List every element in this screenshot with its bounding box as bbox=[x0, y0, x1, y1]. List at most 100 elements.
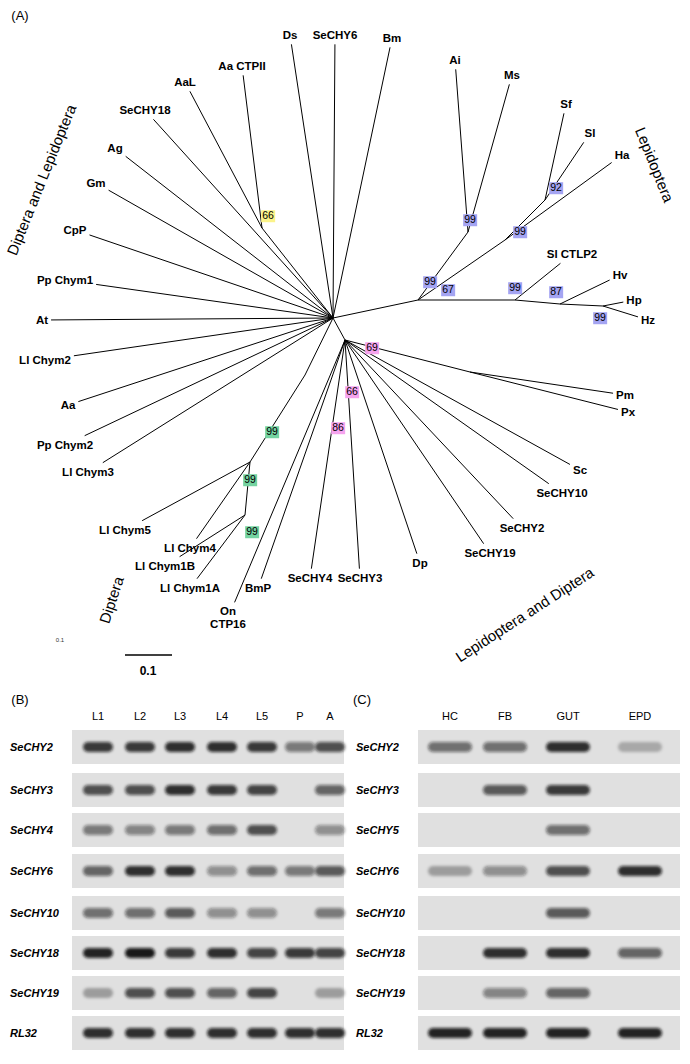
branch bbox=[126, 156, 333, 318]
gene-label: SeCHY4 bbox=[10, 824, 53, 836]
gel-strip bbox=[418, 854, 680, 888]
lane-label: P bbox=[296, 710, 303, 722]
taxon-label: At bbox=[36, 314, 48, 327]
clade-shape bbox=[4, 6, 412, 510]
branch bbox=[311, 340, 345, 569]
clade-region: Diptera bbox=[80, 330, 322, 645]
branch bbox=[345, 340, 549, 484]
gel-band bbox=[546, 866, 590, 876]
gel-band bbox=[315, 1028, 345, 1038]
gel-band bbox=[618, 742, 662, 752]
gene-label: SeCHY18 bbox=[356, 947, 405, 959]
taxon-label: Hp bbox=[626, 294, 641, 307]
panel-letter: (A) bbox=[11, 9, 28, 23]
taxon-label: Hv bbox=[613, 269, 628, 282]
gene-label: SeCHY10 bbox=[10, 907, 59, 919]
gene-label: SeCHY6 bbox=[10, 865, 53, 877]
gel-band bbox=[125, 742, 155, 752]
gel-band bbox=[125, 948, 155, 958]
gel-band bbox=[165, 908, 195, 918]
branch bbox=[96, 284, 333, 318]
gel-band bbox=[428, 866, 472, 876]
taxon-label: Ll Chym2 bbox=[19, 354, 71, 367]
taxon-label: Ll Chym1A bbox=[160, 582, 220, 595]
gel-band bbox=[546, 948, 590, 958]
gel-band bbox=[315, 948, 345, 958]
gel-band bbox=[125, 866, 155, 876]
branch bbox=[560, 280, 610, 304]
gel-band bbox=[207, 785, 237, 795]
clade-fill bbox=[4, 6, 412, 510]
gel-band bbox=[618, 866, 662, 876]
bootstrap-value: 66 bbox=[345, 386, 359, 398]
branch bbox=[190, 91, 262, 228]
gene-label: SeCHY19 bbox=[356, 987, 405, 999]
taxon-label: On CTP16 bbox=[207, 605, 249, 630]
gel-band bbox=[315, 785, 345, 795]
taxon-label: Pp Chym2 bbox=[37, 439, 93, 452]
gene-label: SeCHY2 bbox=[356, 741, 399, 753]
gel-band bbox=[165, 825, 195, 835]
gene-label: SeCHY18 bbox=[10, 947, 59, 959]
gel-band bbox=[483, 742, 527, 752]
branch bbox=[261, 340, 345, 579]
branch bbox=[345, 340, 417, 554]
branch bbox=[78, 318, 333, 402]
taxon-label: Ll Chym4 bbox=[164, 542, 216, 555]
gel-band bbox=[83, 825, 113, 835]
branch bbox=[345, 340, 570, 464]
gel-strip bbox=[72, 730, 344, 764]
gel-band bbox=[285, 866, 315, 876]
branch bbox=[109, 190, 333, 318]
gel-strip bbox=[72, 854, 344, 888]
lane-label: L5 bbox=[256, 710, 268, 722]
gel-band bbox=[207, 988, 237, 998]
gel-band bbox=[207, 908, 237, 918]
gel-band bbox=[125, 785, 155, 795]
gel-band bbox=[165, 866, 195, 876]
gel-band bbox=[247, 866, 277, 876]
clade-fill bbox=[80, 330, 322, 645]
taxon-label: Bm bbox=[383, 32, 402, 45]
branch bbox=[505, 200, 545, 240]
branch bbox=[545, 142, 584, 200]
gel-band bbox=[315, 825, 345, 835]
lane-label: A bbox=[326, 710, 333, 722]
gel-band bbox=[165, 948, 195, 958]
gel-band bbox=[165, 785, 195, 795]
gel-band bbox=[83, 1028, 113, 1038]
taxon-label: Sl bbox=[585, 127, 596, 140]
clade-fill bbox=[420, 35, 688, 335]
gel-band bbox=[207, 866, 237, 876]
clade-shape bbox=[205, 334, 668, 678]
branch bbox=[603, 306, 638, 317]
gel-band bbox=[315, 908, 345, 918]
branch bbox=[142, 462, 250, 521]
taxon-label: SeCHY6 bbox=[313, 29, 358, 42]
lane-label: L2 bbox=[134, 710, 146, 722]
taxon-label: SeCHY18 bbox=[119, 104, 170, 117]
bootstrap-value: 87 bbox=[549, 286, 563, 298]
taxon-label: Ag bbox=[107, 142, 122, 155]
branch bbox=[345, 340, 513, 519]
taxon-label: Ll Chym3 bbox=[62, 466, 114, 479]
lane-label: GUT bbox=[556, 710, 579, 722]
taxon-label: Hz bbox=[641, 314, 655, 327]
gel-band bbox=[546, 908, 590, 918]
gel-band bbox=[247, 908, 277, 918]
branch bbox=[333, 44, 335, 318]
gel-band bbox=[125, 908, 155, 918]
taxon-label: Dp bbox=[412, 557, 427, 570]
gel-band bbox=[483, 785, 527, 795]
taxon-label: Aa bbox=[61, 399, 76, 412]
gel-band bbox=[165, 988, 195, 998]
branch bbox=[505, 163, 612, 240]
taxon-label: Ll Chym1B bbox=[135, 560, 195, 573]
panel-letter: (B) bbox=[11, 693, 28, 707]
gene-label: SeCHY6 bbox=[356, 865, 399, 877]
gel-band bbox=[125, 825, 155, 835]
taxon-label: Ai bbox=[449, 54, 461, 67]
taxon-label: Ha bbox=[615, 149, 630, 162]
bootstrap-value: 67 bbox=[441, 284, 455, 296]
